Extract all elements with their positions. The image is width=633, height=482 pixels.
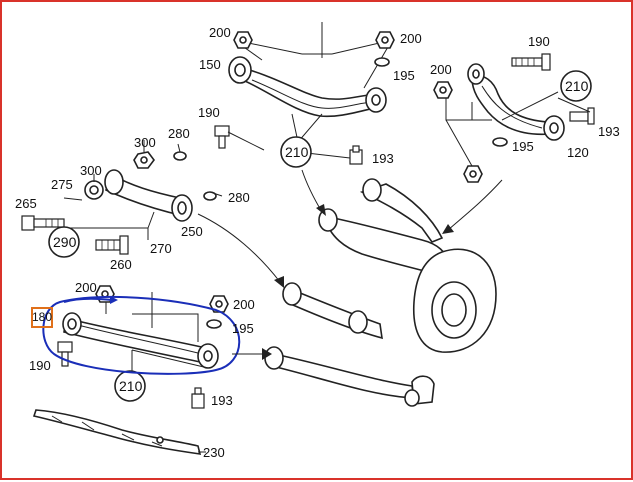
washer-280a <box>173 151 187 161</box>
label-200: 200 <box>233 297 255 312</box>
label-180-highlighted: 180 <box>31 310 53 324</box>
label-275: 275 <box>51 177 73 192</box>
label-270: 270 <box>150 241 172 256</box>
camber-washer-195 <box>492 137 508 147</box>
eccentric-washer-300 <box>133 151 155 169</box>
label-290: 290 <box>53 234 77 250</box>
label-200: 200 <box>430 62 452 77</box>
highlight-arrow <box>63 297 113 303</box>
camber-bolt-190 <box>511 53 551 71</box>
upper-washer-195 <box>374 57 390 67</box>
bolt-260 <box>95 235 129 255</box>
label-200: 200 <box>400 31 422 46</box>
label-265: 265 <box>15 196 37 211</box>
lower-nut-200-right <box>209 295 229 313</box>
label-193: 193 <box>598 124 620 139</box>
upper-bolt-193 <box>349 145 363 165</box>
wheel-carrier-assembly <box>264 178 497 407</box>
label-200: 200 <box>75 280 97 295</box>
label-210: 210 <box>565 78 589 94</box>
camber-nut-lower <box>463 165 483 183</box>
callout-circle-right-210 <box>560 70 592 102</box>
upper-nut-left <box>233 31 253 49</box>
bottom-shield <box>32 409 202 455</box>
label-250: 250 <box>181 224 203 239</box>
label-190: 190 <box>29 358 51 373</box>
label-190: 190 <box>528 34 550 49</box>
label-300: 300 <box>134 135 156 150</box>
lower-bolt-193 <box>191 387 205 409</box>
label-230: 230 <box>203 445 225 460</box>
label-280: 280 <box>228 190 250 205</box>
highlight-box <box>31 307 53 328</box>
eccentric-washer-300b <box>84 180 104 200</box>
camber-bolt-193 <box>569 107 595 125</box>
label-193: 193 <box>372 151 394 166</box>
label-195: 195 <box>232 321 254 336</box>
bolt-265 <box>21 215 65 231</box>
label-280: 280 <box>168 126 190 141</box>
label-195: 195 <box>393 68 415 83</box>
lower-control-arm <box>62 312 219 369</box>
camber-nut-200 <box>433 81 453 99</box>
label-193: 193 <box>211 393 233 408</box>
camber-arm <box>467 63 565 141</box>
callout-circle-left-290 <box>48 226 80 258</box>
toe-arm <box>104 169 193 222</box>
highlight-circle <box>42 295 241 375</box>
upper-nut-right <box>375 31 395 49</box>
callout-circle-upper-210 <box>280 136 312 168</box>
label-300: 300 <box>80 163 102 178</box>
lower-washer-195 <box>206 319 222 329</box>
label-200: 200 <box>209 25 231 40</box>
callout-circle-lower-210 <box>114 370 146 402</box>
label-210: 210 <box>285 144 309 160</box>
label-190: 190 <box>198 105 220 120</box>
label-260: 260 <box>110 257 132 272</box>
label-150: 150 <box>199 57 221 72</box>
upper-bolt-190 <box>214 125 230 149</box>
label-120: 120 <box>567 145 589 160</box>
label-210: 210 <box>119 378 143 394</box>
label-195: 195 <box>512 139 534 154</box>
upper-control-arm <box>228 56 387 118</box>
